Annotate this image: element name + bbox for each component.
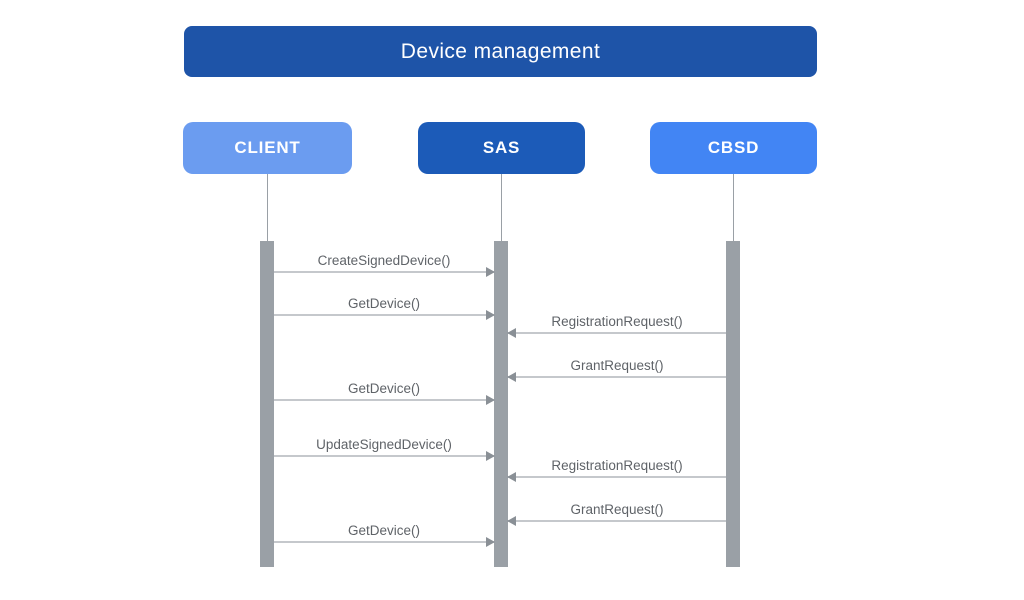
activation-bar-sas xyxy=(494,241,508,567)
message-registration-request-1: RegistrationRequest() xyxy=(507,314,726,338)
message-label: UpdateSignedDevice() xyxy=(316,437,452,452)
lifeline-sas xyxy=(501,174,502,241)
message-label: GrantRequest() xyxy=(570,502,664,517)
message-grant-request-2: GrantRequest() xyxy=(507,502,726,526)
actor-cbsd: CBSD xyxy=(650,122,817,174)
activation-bar-client xyxy=(260,241,274,567)
actor-sas: SAS xyxy=(418,122,585,174)
lifeline-client xyxy=(267,174,268,241)
activation-bar-cbsd xyxy=(726,241,740,567)
diagram-title-banner: Device management xyxy=(184,26,817,77)
message-get-device-3: GetDevice() xyxy=(274,523,495,547)
message-update-signed-device: UpdateSignedDevice() xyxy=(274,437,495,461)
message-label: RegistrationRequest() xyxy=(551,458,683,473)
message-registration-request-2: RegistrationRequest() xyxy=(507,458,726,482)
message-get-device-1: GetDevice() xyxy=(274,296,495,320)
actor-client-label: CLIENT xyxy=(234,138,301,157)
message-grant-request-1: GrantRequest() xyxy=(507,358,726,382)
message-create-signed-device: CreateSignedDevice() xyxy=(274,253,495,277)
message-get-device-2: GetDevice() xyxy=(274,381,495,405)
message-label: GetDevice() xyxy=(347,523,420,538)
diagram-title: Device management xyxy=(400,39,601,63)
actor-sas-label: SAS xyxy=(482,138,521,157)
actor-client: CLIENT xyxy=(183,122,352,174)
message-label: GetDevice() xyxy=(347,296,420,311)
message-label: GrantRequest() xyxy=(570,358,664,373)
lifeline-cbsd xyxy=(733,174,734,241)
message-label: CreateSignedDevice() xyxy=(317,253,451,268)
actor-cbsd-label: CBSD xyxy=(707,138,760,157)
message-label: RegistrationRequest() xyxy=(551,314,683,329)
message-label: GetDevice() xyxy=(347,381,420,396)
